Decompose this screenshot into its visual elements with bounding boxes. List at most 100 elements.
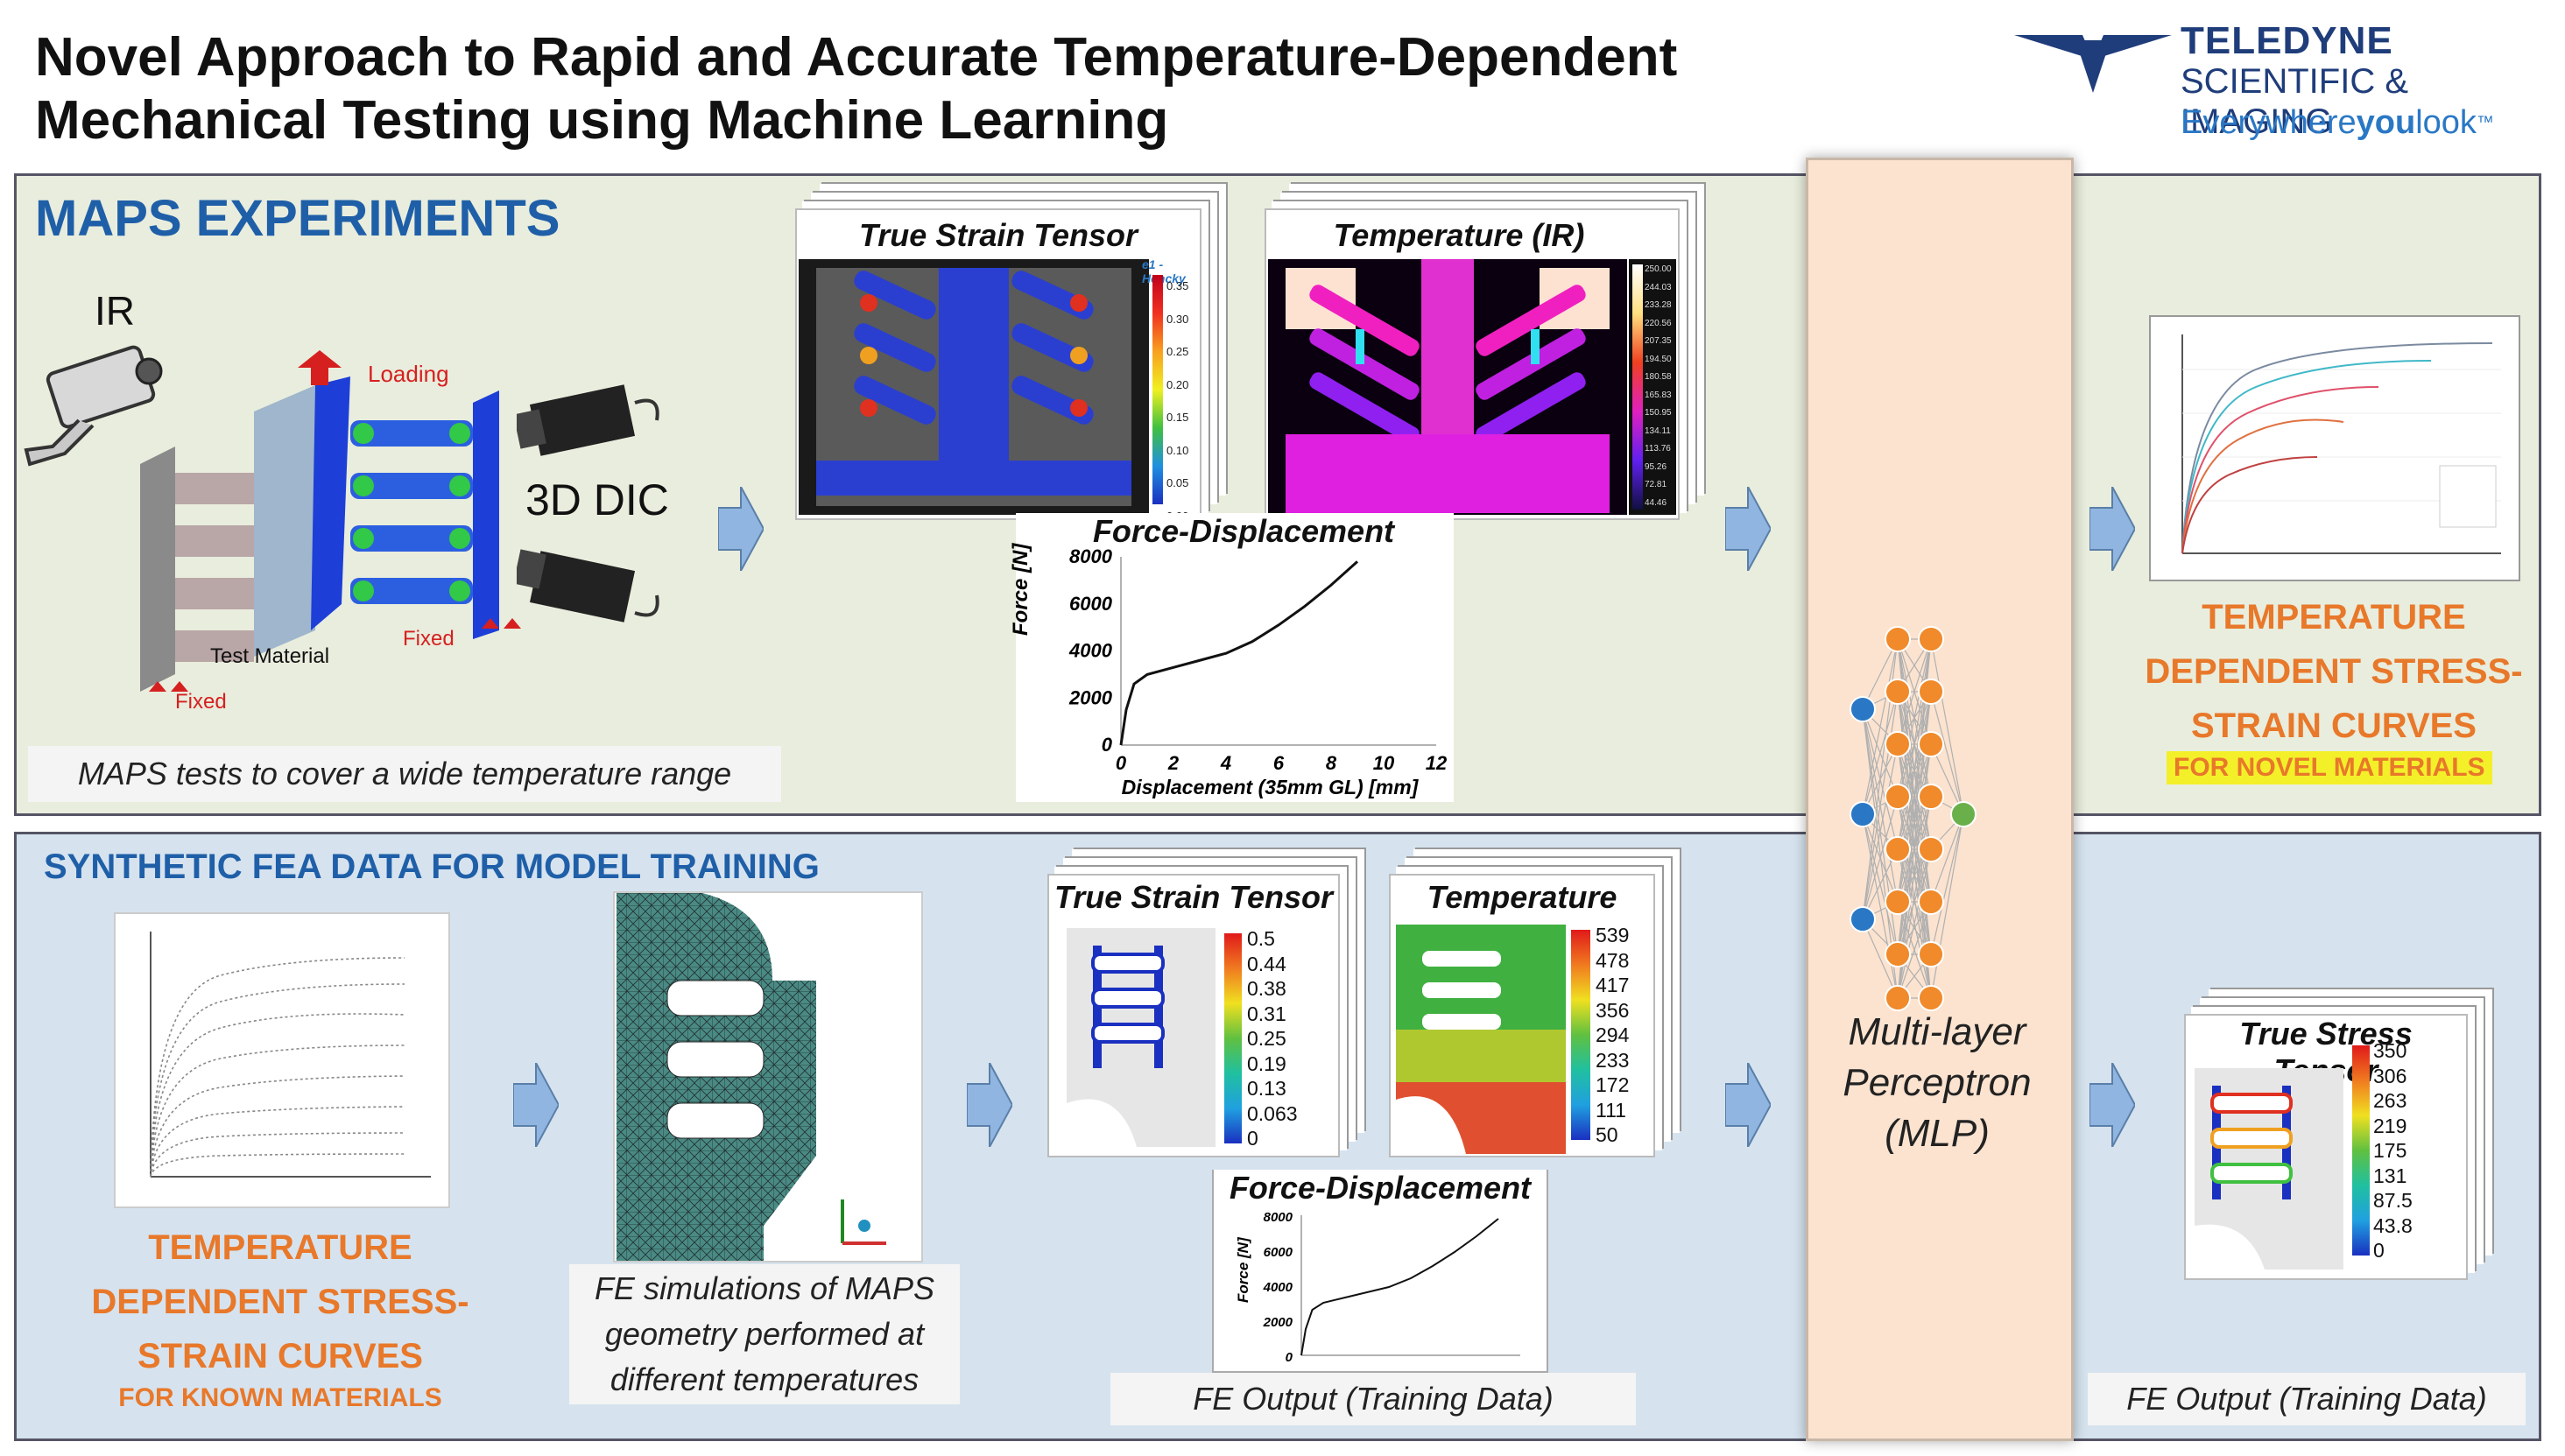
nn-node: [1918, 679, 1944, 705]
nn-node: [1850, 696, 1876, 722]
tick-label: 0.15: [1166, 411, 1189, 424]
nn-node: [1918, 784, 1944, 810]
nn-node: [1918, 941, 1944, 967]
fe-temperature-header: Temperature: [1391, 879, 1653, 916]
nn-node: [1885, 626, 1911, 652]
title-line-2: Mechanical Testing using Machine Learnin…: [35, 90, 1169, 151]
nn-node: [1950, 801, 1977, 827]
test-material-label: Test Material: [210, 644, 330, 668]
nn-edge: [1930, 813, 1964, 955]
fe-temperature-colorbar: [1571, 930, 1590, 1140]
y-tick-label: 0: [1102, 734, 1113, 756]
nn-edge: [1862, 691, 1899, 920]
tick-label: 0.25: [1247, 1027, 1286, 1050]
arrow-right-icon: [2089, 1063, 2135, 1147]
loading-label: Loading: [368, 361, 449, 387]
mlp-label-l1: Multi-layer: [1848, 1010, 2026, 1053]
fd-bottom-header: Force-Displacement: [1214, 1170, 1547, 1206]
fd-top-header: Force-Displacement: [1086, 513, 1401, 550]
temperature-ir-ticks: 250.00 244.03 233.28 220.56 207.35 194.5…: [1645, 261, 1672, 512]
mlp-label: Multi-layer Perceptron (MLP): [1806, 1007, 2068, 1159]
known-ss-curves-image: [114, 912, 450, 1208]
x-tick-label: 12: [1426, 752, 1448, 774]
nn-node: [1918, 985, 1944, 1011]
nn-edge: [1930, 813, 1964, 903]
novel-ss-title: TEMPERATURE DEPENDENT STRESS- STRAIN CUR…: [2128, 590, 2540, 753]
temperature-ir-field: [1268, 259, 1627, 515]
strain-dic-image: [799, 259, 1149, 515]
known-ss-subtitle: FOR KNOWN MATERIALS: [118, 1383, 442, 1412]
neural-network-icon: [1850, 626, 1977, 1011]
tick-label: 180.58: [1645, 372, 1672, 382]
tag-part-b: you: [2356, 104, 2416, 141]
nn-edge: [1862, 918, 1899, 999]
title-line-1: Novel Approach to Rapid and Accurate Tem…: [35, 27, 1678, 88]
nn-edge: [1862, 638, 1899, 815]
dic-camera-bottom-icon: [517, 549, 659, 622]
nn-node: [1850, 801, 1876, 827]
tick-label: 294: [1596, 1023, 1630, 1046]
tick-label: 0.20: [1166, 377, 1189, 391]
nn-node: [1885, 836, 1911, 862]
strain-dic-card: True Strain Tensor (DIC) e1 - Hencky 0.3…: [795, 208, 1201, 523]
force-displacement-line: [1119, 560, 1359, 746]
tag-part-c: look: [2415, 104, 2477, 141]
x-tick-label: 2: [1167, 752, 1180, 774]
tick-label: 0.5: [1247, 927, 1275, 950]
fe-strain-field: [1067, 928, 1216, 1147]
fe-caption-l3: different temperatures: [610, 1361, 920, 1397]
nn-node: [1885, 731, 1911, 757]
known-ss-curves-plot: [150, 932, 431, 1178]
y-tick-label: 4000: [1263, 1280, 1293, 1295]
force-displacement-line: [1300, 1218, 1499, 1356]
fe-strain-header: True Strain Tensor: [1049, 879, 1338, 916]
arrow-right-icon: [718, 487, 764, 571]
tick-label: 0.10: [1166, 443, 1189, 457]
x-tick-label: 10: [1373, 752, 1395, 774]
tick-label: 356: [1596, 998, 1630, 1022]
x-tick-label: 4: [1220, 752, 1231, 774]
tick-label: 350: [2373, 1039, 2407, 1062]
stress-tensor-colorbar: [2352, 1045, 2370, 1256]
page-title: Novel Approach to Rapid and Accurate Tem…: [35, 26, 1677, 152]
tick-label: 150.95: [1645, 408, 1672, 418]
tick-label: 263: [2373, 1089, 2407, 1112]
stress-tensor-card: True Stress Tensor 350 306 263 219 175 1…: [2184, 1014, 2468, 1280]
fe-mesh-image: [613, 891, 923, 1263]
fe-caption-l1: FE simulations of MAPS: [594, 1270, 935, 1306]
novel-ss-subtitle: FOR NOVEL MATERIALS: [2167, 751, 2492, 784]
strain-dic-colorbar: e1 - Hencky 0.35 0.30 0.25 0.20 0.15 0.1…: [1142, 257, 1198, 523]
tick-label: 0: [1247, 1127, 1258, 1150]
tick-label: 95.26: [1645, 461, 1667, 472]
fe-caption-l2: geometry performed at: [604, 1316, 925, 1352]
tick-label: 233.28: [1645, 300, 1672, 310]
fe-output-caption-right: FE Output (Training Data): [2088, 1373, 2526, 1425]
tick-label: 0.35: [1166, 279, 1189, 292]
nn-node: [1885, 784, 1911, 810]
synthetic-fea-title: SYNTHETIC FEA DATA FOR MODEL TRAINING: [44, 848, 820, 886]
dic-camera-top-icon: [517, 384, 659, 456]
temperature-ir-colorbar: 250.00 244.03 233.28 220.56 207.35 194.5…: [1629, 259, 1676, 515]
teledyne-mark-icon: [2014, 35, 2172, 93]
tick-label: 478: [1596, 948, 1630, 972]
strain-dic-field: [816, 268, 1131, 506]
tag-part-a: Everywhere: [2181, 104, 2357, 141]
nn-edge: [1862, 813, 1899, 999]
tick-label: 43.8: [2373, 1213, 2413, 1237]
fixed-left-label: Fixed: [175, 690, 227, 714]
nn-node: [1918, 836, 1944, 862]
tick-label: 250.00: [1645, 264, 1672, 274]
known-ss-title-l3: STRAIN CURVES: [137, 1337, 423, 1375]
tick-label: 0.38: [1247, 977, 1286, 1000]
ir-camera-icon: [24, 345, 163, 467]
known-ss-title-l2: DEPENDENT STRESS-: [91, 1283, 469, 1321]
y-tick-label: 0: [1286, 1350, 1293, 1365]
tick-label: 0.44: [1247, 952, 1286, 975]
fe-caption: FE simulations of MAPS geometry performe…: [569, 1264, 960, 1404]
nn-edge: [1930, 813, 1964, 999]
nn-edge: [1862, 743, 1899, 920]
strain-dic-colorbar-gradient: [1152, 275, 1163, 504]
